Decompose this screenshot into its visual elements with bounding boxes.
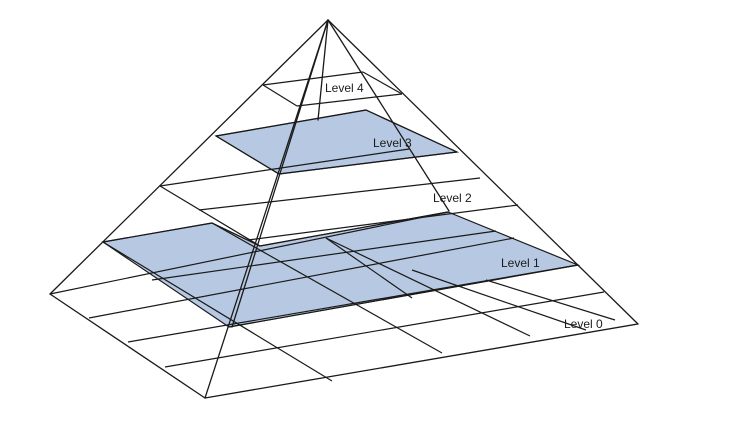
level-1-grid (102, 211, 579, 328)
level-2-grid (159, 148, 519, 247)
level-1-label: Level 1 (501, 256, 540, 270)
pyramid-edges (49, 19, 639, 399)
level-4-grid (262, 71, 403, 107)
level-0-label: Level 0 (564, 317, 603, 331)
level-4-label: Level 4 (325, 81, 364, 95)
level-labels: Level 4 Level 3 Level 2 Level 1 Level 0 (325, 81, 603, 331)
level-3-grid (215, 109, 458, 175)
level-2-label: Level 2 (433, 191, 472, 205)
level-3-label: Level 3 (373, 136, 412, 150)
level-3-fill (214, 109, 460, 175)
level-3-plane (214, 109, 460, 175)
